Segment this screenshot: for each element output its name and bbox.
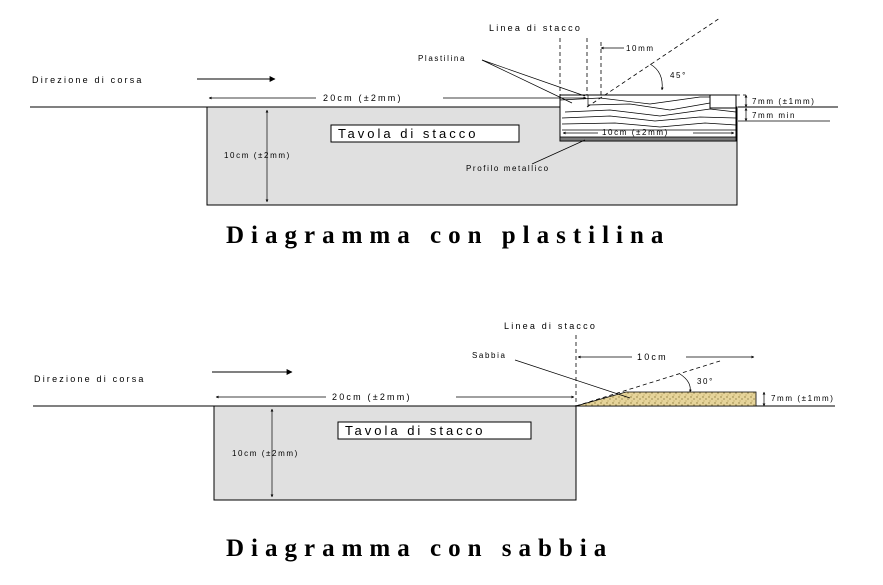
dim-height-7: 7mm (±1mm) xyxy=(752,97,816,106)
run-direction-label: Direzione di corsa xyxy=(32,75,144,85)
board-label: Tavola di stacco xyxy=(338,126,479,141)
angle-arc-30 xyxy=(679,373,692,393)
angle-line-45 xyxy=(586,17,721,108)
angle-arc-45 xyxy=(649,63,664,91)
sand-label: Sabbia xyxy=(472,351,507,360)
dim-20cm-label: 20cm (±2mm) xyxy=(323,93,403,103)
angle-label-45: 45° xyxy=(670,71,687,80)
dim-height-7min: 7mm min xyxy=(752,111,796,120)
diagram1-title: Diagramma con plastilina xyxy=(226,222,670,249)
board-label-box-2 xyxy=(337,421,532,440)
plasticine-top-notch xyxy=(709,94,737,109)
plasticine-layers xyxy=(559,96,737,131)
dim-height-7-2: 7mm (±1mm) xyxy=(771,394,835,403)
dim-width-label: 10cm (±2mm) xyxy=(602,128,669,137)
dim-depth-label-2: 10cm (±2mm) xyxy=(232,449,299,458)
angle-label-30: 30° xyxy=(697,377,714,386)
dim-10cm-label: 10cm xyxy=(637,352,668,362)
metal-profile-label: Profilo metallico xyxy=(466,164,550,173)
board-label-box xyxy=(330,124,520,143)
diagram-sand: Tavola di stacco Linea di stacco 10cm 30… xyxy=(33,321,835,562)
metal-profile xyxy=(559,136,737,142)
diagram-plasticine: Tavola di stacco Linea di stacco 10mm 45… xyxy=(30,17,838,249)
board-label-2: Tavola di stacco xyxy=(345,423,486,438)
plasticine-label: Plastilina xyxy=(418,54,466,63)
diagram2-title: Diagramma con sabbia xyxy=(226,535,613,562)
sand-wedge xyxy=(575,391,757,407)
dim-20cm-label-2: 20cm (±2mm) xyxy=(332,392,412,402)
takeoff-line-label: Linea di stacco xyxy=(489,23,582,33)
dim-10mm-label: 10mm xyxy=(626,44,655,53)
takeoff-line-label-2: Linea di stacco xyxy=(504,321,597,331)
dim-depth-label: 10cm (±2mm) xyxy=(224,151,291,160)
run-direction-label-2: Direzione di corsa xyxy=(34,374,146,384)
